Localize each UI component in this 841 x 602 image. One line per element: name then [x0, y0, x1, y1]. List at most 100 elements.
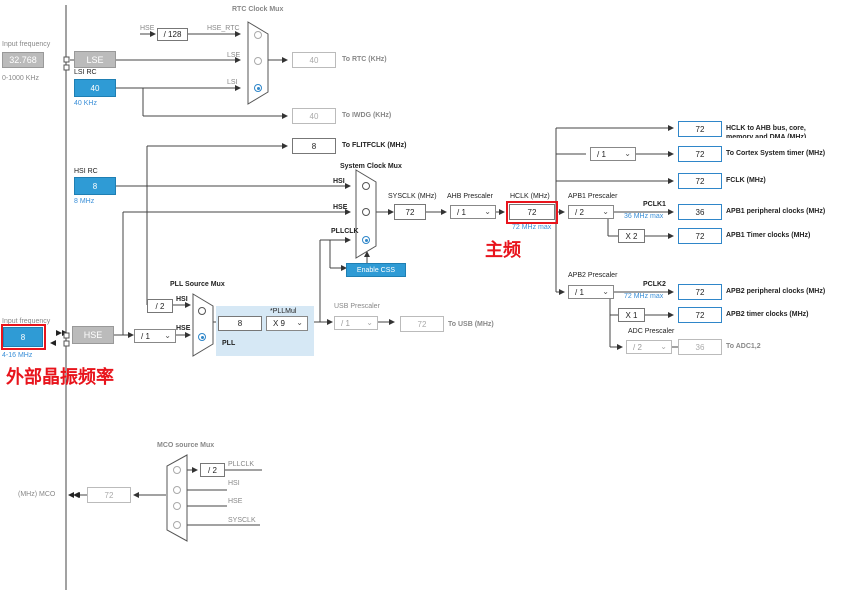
enable-css-button[interactable]: Enable CSS: [346, 263, 406, 277]
output-apb2-timer-label: APB2 timer clocks (MHz): [726, 311, 809, 318]
apb2-prescaler-label: APB2 Prescaler: [568, 272, 618, 279]
pll-radio-hse[interactable]: [198, 333, 206, 341]
rtc-lse-label: LSE: [227, 52, 241, 59]
lse-freq-range: 0-1000 KHz: [2, 75, 39, 82]
lse-oscillator[interactable]: LSE: [74, 51, 116, 68]
pll-mux-title: PLL Source Mux: [170, 281, 225, 288]
usb-prescaler-select[interactable]: / 1⌄: [334, 316, 378, 330]
pll-mul-select[interactable]: X 9⌄: [266, 316, 308, 331]
hclk-highlight-box: [506, 201, 558, 224]
iwdg-output-label: To IWDG (KHz): [342, 112, 392, 119]
apb1-prescaler-label: APB1 Prescaler: [568, 193, 618, 200]
mco-hse-label: HSE: [228, 498, 243, 505]
sysclk-mux-hse-label: HSE: [333, 204, 348, 211]
mco-sysclk-label: SYSCLK: [228, 517, 256, 524]
pll-mux-hsi-label: HSI: [176, 296, 188, 303]
lse-input-freq-field[interactable]: 32.768: [2, 52, 44, 68]
mco-radio-pllclk[interactable]: [173, 466, 181, 474]
pclk1-max: 36 MHz max: [624, 213, 664, 220]
output-apb2-periph-label: APB2 peripheral clocks (MHz): [726, 288, 826, 295]
output-adc-label: To ADC1,2: [726, 343, 761, 350]
ahb-prescaler-value: / 1: [457, 207, 466, 217]
mco-output-label: (MHz) MCO: [18, 491, 56, 498]
usb-output-value: 72: [400, 316, 444, 332]
rtc-radio-hse[interactable]: [254, 31, 262, 39]
rtc-output-value: 40: [292, 52, 336, 68]
chevron-down-icon: ⌄: [602, 207, 609, 216]
rtc-hse-label: HSE: [140, 25, 155, 32]
hsi-unit: 8 MHz: [74, 198, 95, 205]
pll-input-value: 8: [218, 316, 262, 331]
hse-freq-range: 4-16 MHz: [2, 352, 33, 359]
mco-output-value: 72: [87, 487, 131, 503]
cortex-timer-divider-select[interactable]: / 1 ⌄: [590, 147, 636, 161]
chevron-down-icon: ⌄: [366, 318, 373, 327]
output-apb2-timer-value: 72: [678, 307, 722, 323]
hse-input-highlight-box: [1, 324, 46, 350]
sysclk-radio-hsi[interactable]: [362, 182, 370, 190]
sysclk-radio-hse[interactable]: [362, 208, 370, 216]
output-apb1-timer-value: 72: [678, 228, 722, 244]
chevron-down-icon: ⌄: [624, 149, 631, 158]
usb-prescaler-label: USB Prescaler: [334, 303, 380, 310]
ahb-prescaler-label: AHB Prescaler: [447, 193, 493, 200]
apb1-timer-multiplier: X 2: [618, 229, 645, 243]
adc-prescaler-select[interactable]: / 2 ⌄: [626, 340, 672, 354]
hsi-label: HSI RC: [74, 168, 98, 175]
pclk1-label: PCLK1: [643, 201, 666, 208]
output-adc-value: 36: [678, 339, 722, 355]
lsi-unit: 40 KHz: [74, 100, 97, 107]
rtc-output-label: To RTC (KHz): [342, 56, 387, 63]
pll-mux-hse-label: HSE: [176, 325, 191, 332]
hse-prediv-select[interactable]: / 1 ⌄: [134, 329, 176, 343]
cortex-timer-divider-value: / 1: [597, 149, 606, 159]
hse-oscillator[interactable]: HSE: [72, 326, 114, 344]
hclk-value[interactable]: 72: [509, 204, 555, 220]
output-cortex-label: To Cortex System timer (MHz): [726, 150, 826, 157]
output-fclk-label: FCLK (MHz): [726, 177, 766, 184]
apb1-prescaler-select[interactable]: / 2 ⌄: [568, 205, 614, 219]
apb1-prescaler-value: / 2: [575, 207, 584, 217]
output-cortex-value: 72: [678, 146, 722, 162]
sysclk-label: SYSCLK (MHz): [388, 193, 437, 200]
output-apb1-periph-value: 36: [678, 204, 722, 220]
ahb-prescaler-select[interactable]: / 1⌄: [450, 205, 496, 219]
sysclk-radio-pllclk[interactable]: [362, 236, 370, 244]
chevron-down-icon: ⌄: [296, 318, 303, 327]
mco-radio-sysclk[interactable]: [173, 521, 181, 529]
rtc-hse-rtc-label: HSE_RTC: [207, 25, 240, 32]
mco-radio-hse[interactable]: [173, 502, 181, 510]
sysclk-value[interactable]: 72: [394, 204, 426, 220]
sysclk-mux-hsi-label: HSI: [333, 178, 345, 185]
pll-radio-hsi[interactable]: [198, 307, 206, 315]
chevron-down-icon: ⌄: [660, 342, 667, 351]
rtc-radio-lsi[interactable]: [254, 84, 262, 92]
hse-prediv-value: / 1: [141, 331, 150, 341]
pll-mux-shape: [192, 293, 214, 357]
output-fclk-value: 72: [678, 173, 722, 189]
hse-input-freq-field[interactable]: 8: [3, 327, 43, 347]
output-apb1-periph-label: APB1 peripheral clocks (MHz): [726, 208, 826, 215]
rtc-radio-lse[interactable]: [254, 57, 262, 65]
hse-input-freq-label: Input frequency: [2, 318, 51, 325]
hclk-max: 72 MHz max: [512, 224, 552, 231]
chevron-down-icon: ⌄: [602, 287, 609, 296]
pclk2-label: PCLK2: [643, 281, 666, 288]
pll-block: [216, 306, 314, 356]
lse-input-freq-label: Input frequency: [2, 41, 51, 48]
pll-hsi-divider: / 2: [147, 299, 173, 313]
adc-prescaler-value: / 2: [633, 342, 642, 352]
mco-mux-title: MCO source Mux: [157, 442, 215, 449]
chevron-down-icon: ⌄: [164, 331, 171, 340]
apb2-prescaler-select[interactable]: / 1 ⌄: [568, 285, 614, 299]
mco-pll-divider: / 2: [200, 463, 225, 477]
flitf-output-label: To FLITFCLK (MHz): [342, 142, 407, 149]
pll-mul-label: *PLLMul: [270, 308, 297, 315]
mco-mux-shape: [166, 454, 188, 542]
output-hclk-value: 72: [678, 121, 722, 137]
sysclk-mux-title: System Clock Mux: [340, 163, 402, 170]
iwdg-output-value: 40: [292, 108, 336, 124]
mco-radio-hsi[interactable]: [173, 486, 181, 494]
apb2-prescaler-value: / 1: [575, 287, 584, 297]
output-apb2-periph-value: 72: [678, 284, 722, 300]
